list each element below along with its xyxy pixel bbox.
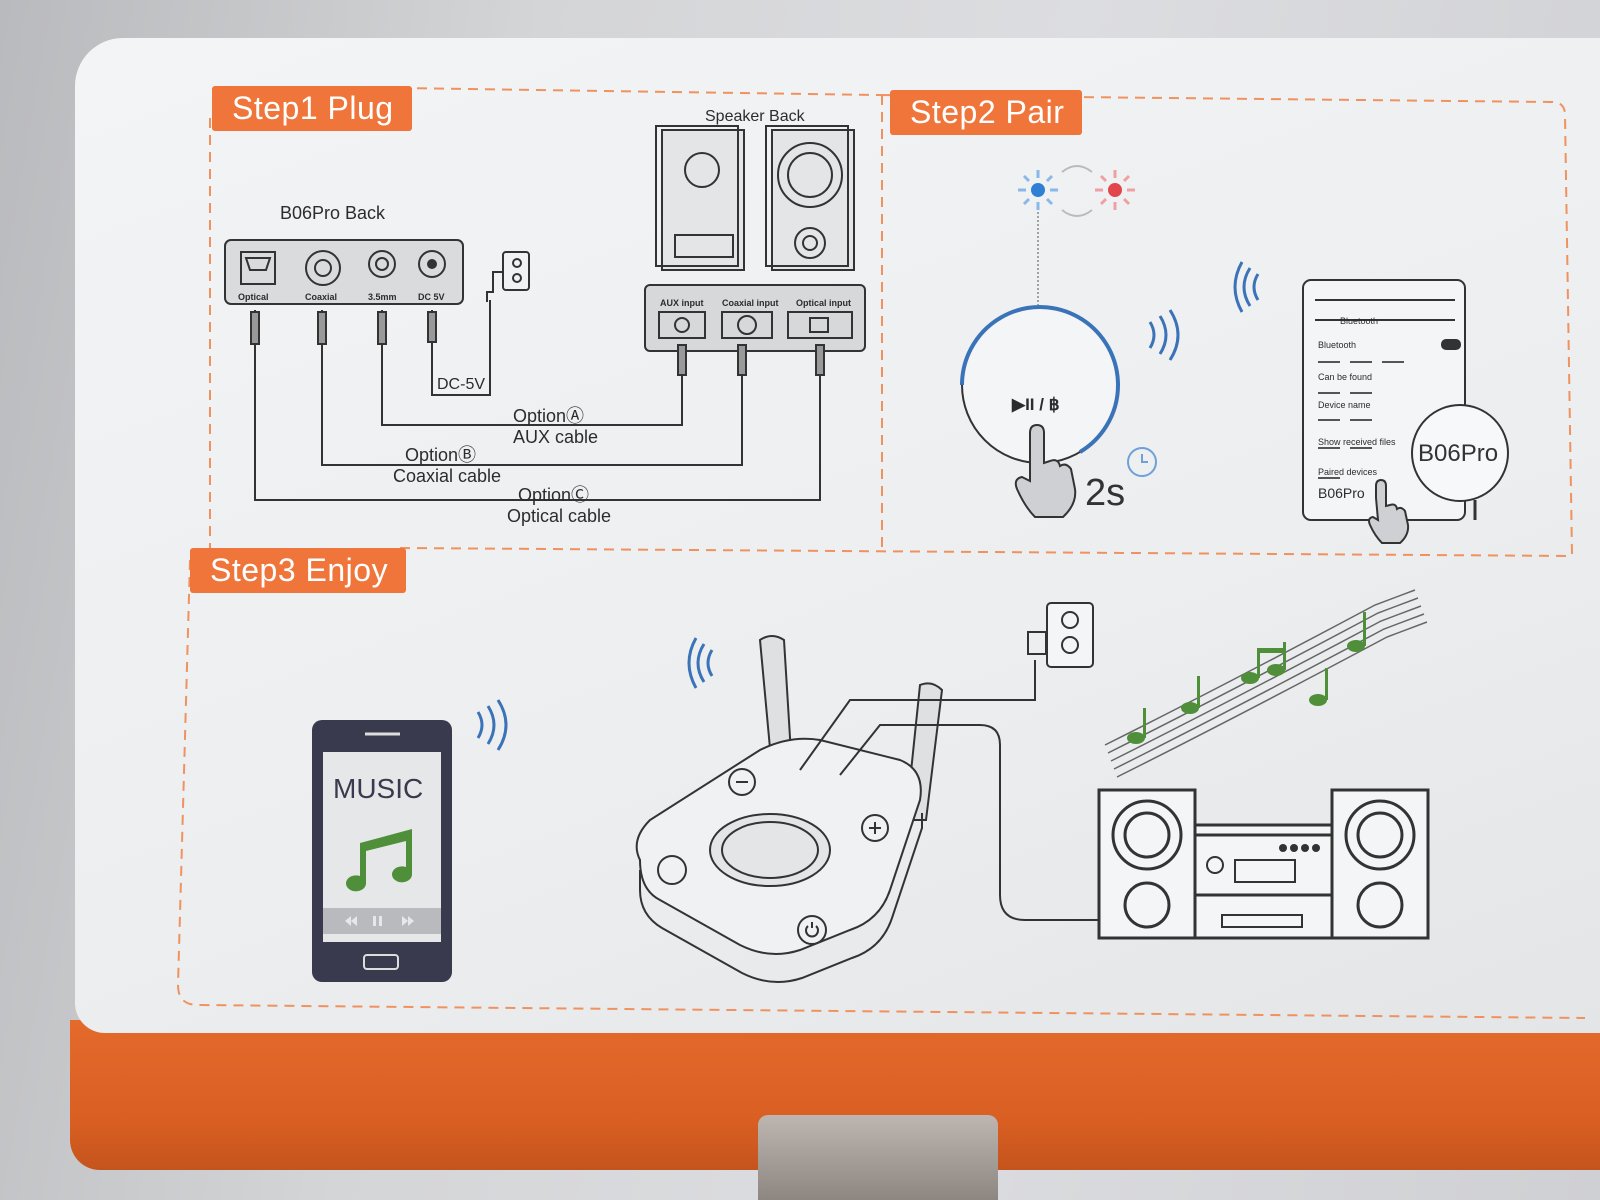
frame-middle [399,547,1573,557]
wall-outlet [1027,602,1094,668]
music-staff [1104,589,1428,778]
speaker-input-optical: Optical input [796,298,851,308]
led-indicator-red [1095,170,1135,210]
media-controls [345,916,414,926]
clock-icon [1127,447,1157,477]
pair-button [960,305,1120,464]
frame-step3 [176,559,1586,1019]
pair-button-glyph: ▶II / ฿ [1012,395,1060,414]
phone-row-paired: Paired devices [1318,467,1378,477]
speaker-back-label: Speaker Back [705,108,805,125]
speaker-input-panel [644,284,866,352]
step2-title: Step2 Pair [890,90,1083,135]
hand-press-icon [1014,423,1077,518]
signal-waves-right [1148,309,1180,361]
hifi-stereo [1097,788,1430,940]
frame-step2 [879,94,1573,556]
power-label: DC-5V [437,376,486,393]
option-b-cable: Coaxial cable [393,466,502,486]
device-back-label: B06Pro Back [280,203,386,223]
option-c-cable: Optical cable [507,506,612,526]
box-tab [758,1115,998,1200]
power-cable-line [431,300,491,396]
option-a-cable: AUX cable [513,427,599,447]
hand-tap-icon [1368,478,1410,544]
optical-cable-line [254,310,821,501]
option-c-label: OptionⒸ [518,485,590,505]
speaker-input-aux: AUX input [660,298,704,308]
phone-step3 [312,720,452,982]
signal-waves-device [687,637,714,689]
port-label-coaxial: Coaxial [305,292,338,302]
phone-header: Bluetooth [1340,316,1379,326]
stereo-knobs [1279,844,1320,852]
device-name-magnifier [1411,404,1509,502]
signal-waves-phone3 [476,699,508,751]
port-label-dc5v: DC 5V [418,292,445,302]
cycle-arrows [1061,165,1093,217]
step3-title: Step3 Enjoy [190,548,407,593]
device-name-zoom: B06Pro [1418,440,1499,467]
led-indicator-blue [1018,170,1058,210]
speaker-input-coaxial: Coaxial input [722,298,779,308]
coaxial-cable-line [321,310,743,466]
step1-title: Step1 Plug [212,86,412,131]
music-screen-title: MUSIC [333,773,424,804]
music-note-icon [346,829,413,892]
device-cables [799,660,1105,921]
phone-row-bluetooth: Bluetooth [1318,340,1357,350]
port-label-optical: Optical [238,292,269,302]
wall-outlet-small [486,251,530,302]
speaker-back [655,125,855,271]
phone-row-files: Show received files [1318,437,1396,447]
cables [250,300,825,501]
phone-device-entry[interactable]: B06Pro [1318,485,1365,501]
b06pro-back-panel [224,239,464,305]
option-b-label: OptionⒷ [405,445,477,465]
signal-waves-phone [1233,261,1260,313]
music-notes-floating [1127,612,1366,744]
b06pro-device [635,635,944,983]
aux-cable-line [381,310,683,426]
hold-time: 2s [1085,472,1126,514]
option-a-label: OptionⒶ [513,406,585,426]
port-label-35mm: 3.5mm [368,292,397,302]
phone-row-name: Device name [1318,400,1371,410]
phone-row-found: Can be found [1318,372,1373,382]
